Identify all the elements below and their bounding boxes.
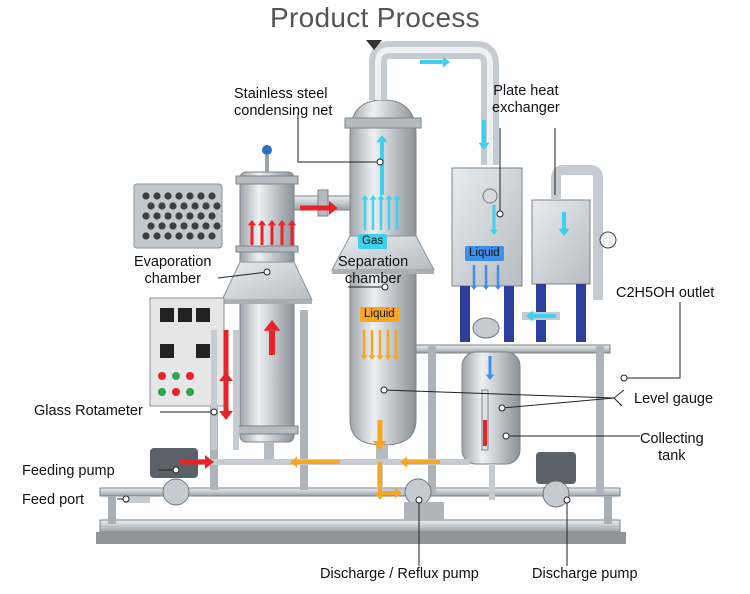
flow-arrow-head (558, 228, 570, 236)
flow-arrow-head (267, 220, 277, 226)
flow-arrow-head (470, 285, 478, 290)
flow-arrow-head (360, 355, 368, 360)
flow-arrow-head (219, 411, 233, 420)
flow-arrow-head (526, 310, 534, 322)
label-glass-rotameter: Glass Rotameter (34, 403, 143, 419)
flow-arrow-head (205, 455, 214, 469)
flow-arrow-head (369, 195, 377, 200)
flow-arrow-head (290, 456, 298, 468)
page-title: Product Process (270, 2, 480, 33)
callout-dots (122, 158, 628, 504)
discharge-pump-unit (536, 452, 576, 508)
flow-arrow-head (247, 220, 257, 226)
flow-arrows (180, 56, 570, 500)
flow-arrow-head (257, 220, 267, 226)
flow-arrow-head (329, 201, 338, 215)
flow-arrow-head (373, 441, 387, 450)
label-feeding-pump: Feeding pump (22, 463, 115, 479)
flow-arrow-head (377, 195, 385, 200)
flow-arrow-head (392, 355, 400, 360)
liquid-tag-exchanger: Liquid (465, 246, 504, 261)
flow-arrow-head (400, 456, 408, 468)
label-c2h5oh-outlet: C2H5OH outlet (616, 285, 715, 301)
base-frame (96, 310, 626, 544)
flow-arrow-head (442, 56, 450, 68)
gas-tag: Gas (358, 234, 388, 249)
flow-arrow-head (485, 374, 495, 380)
flow-arrow-head (277, 220, 287, 226)
flow-arrow-head (368, 355, 376, 360)
flow-arrow-head (287, 220, 297, 226)
flow-arrow-head (482, 285, 490, 290)
label-level-gauge: Level gauge (634, 391, 714, 407)
gas-transfer-pipe (293, 189, 351, 217)
label-discharge-reflux-pump: Discharge / Reflux pump (320, 566, 479, 582)
flow-arrow-head (376, 135, 388, 143)
flow-arrow-head (494, 285, 502, 290)
flow-arrow-head (385, 195, 393, 200)
plate-heat-exchanger-2 (522, 165, 617, 342)
flow-arrow-head (361, 195, 369, 200)
tube-sheet-inset (133, 183, 223, 249)
down-triangle-icon (366, 40, 382, 50)
flow-arrow-head (376, 355, 384, 360)
flow-arrow-head (394, 487, 402, 499)
separation-chamber (331, 99, 435, 463)
discharge-reflux-pump-unit (404, 478, 444, 520)
flow-arrow-head (393, 195, 401, 200)
overhead-vapor-pipe (369, 41, 499, 165)
flow-arrow-head (384, 355, 392, 360)
flow-arrow-head (219, 372, 233, 381)
liquid-tag-separation: Liquid (360, 307, 399, 322)
label-feed-port: Feed port (22, 492, 85, 508)
callout-lines (117, 112, 681, 566)
label-discharge-pump: Discharge pump (532, 566, 638, 582)
flow-arrow-head (489, 229, 499, 235)
flow-arrow-head (478, 142, 490, 150)
flow-arrow-head (263, 320, 281, 331)
